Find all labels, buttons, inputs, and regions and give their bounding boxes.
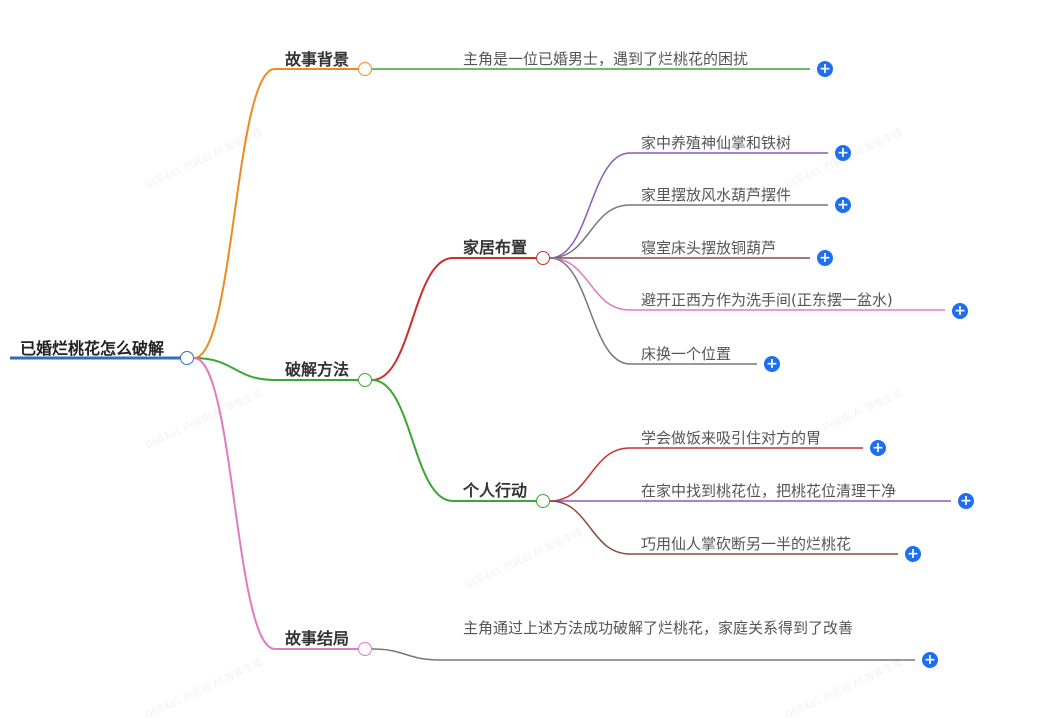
edge-methods-personal bbox=[371, 379, 454, 502]
edge-home-leaf-4 bbox=[549, 257, 631, 311]
collapse-circle-icon[interactable] bbox=[536, 494, 550, 508]
group-home-layout[interactable]: 家居布置 bbox=[463, 238, 528, 257]
edge-home-leaf-5 bbox=[549, 257, 631, 365]
edge-root-background bbox=[193, 68, 276, 359]
collapse-circle-icon[interactable] bbox=[358, 642, 372, 656]
plus-circle-icon[interactable]: + bbox=[764, 356, 780, 372]
leaf-personal-3[interactable]: 巧用仙人掌砍断另一半的烂桃花 bbox=[641, 535, 852, 553]
edge-root-ending bbox=[193, 357, 276, 650]
leaf-personal-1[interactable]: 学会做饭来吸引住对方的胃 bbox=[641, 429, 822, 447]
edge-ending-leaf bbox=[371, 648, 441, 661]
leaf-home-4[interactable]: 避开正西方作为洗手间(正东摆一盆水) bbox=[641, 291, 893, 309]
leaf-ending-1[interactable]: 主角通过上述方法成功破解了烂桃花，家庭关系得到了改善 bbox=[463, 619, 854, 637]
plus-circle-icon[interactable]: + bbox=[905, 546, 921, 562]
branch-solution-methods[interactable]: 破解方法 bbox=[285, 360, 350, 379]
plus-circle-icon[interactable]: + bbox=[835, 145, 851, 161]
group-personal-action[interactable]: 个人行动 bbox=[463, 481, 528, 500]
leaf-home-5[interactable]: 床换一个位置 bbox=[641, 345, 732, 363]
plus-circle-icon[interactable]: + bbox=[835, 197, 851, 213]
edge-personal-leaf-1 bbox=[549, 447, 631, 502]
root-collapse-icon[interactable] bbox=[180, 351, 194, 365]
branch-story-ending[interactable]: 故事结局 bbox=[285, 629, 350, 648]
leaf-home-1[interactable]: 家中养殖神仙掌和铁树 bbox=[641, 134, 792, 152]
plus-circle-icon[interactable]: + bbox=[958, 493, 974, 509]
plus-circle-icon[interactable]: + bbox=[952, 303, 968, 319]
leaf-home-3[interactable]: 寝室床头摆放铜葫芦 bbox=[641, 239, 777, 257]
collapse-circle-icon[interactable] bbox=[358, 373, 372, 387]
leaf-personal-2[interactable]: 在家中找到桃花位，把桃花位清理干净 bbox=[641, 482, 897, 500]
branch-story-background[interactable]: 故事背景 bbox=[285, 50, 350, 69]
edge-personal-leaf-3 bbox=[549, 500, 631, 555]
edge-methods-home bbox=[371, 257, 454, 381]
leaf-background-1[interactable]: 主角是一位已婚男士，遇到了烂桃花的困扰 bbox=[463, 50, 749, 68]
plus-circle-icon[interactable]: + bbox=[817, 250, 833, 266]
leaf-home-2[interactable]: 家里摆放风水葫芦摆件 bbox=[641, 186, 792, 204]
collapse-circle-icon[interactable] bbox=[536, 251, 550, 265]
edge-home-leaf-2 bbox=[549, 204, 631, 259]
plus-circle-icon[interactable]: + bbox=[870, 440, 886, 456]
plus-circle-icon[interactable]: + bbox=[817, 61, 833, 77]
edge-home-leaf-1 bbox=[549, 152, 631, 259]
plus-circle-icon[interactable]: + bbox=[922, 652, 938, 668]
root-node[interactable]: 已婚烂桃花怎么破解 bbox=[20, 339, 165, 358]
edge-root-methods bbox=[193, 357, 276, 381]
collapse-circle-icon[interactable] bbox=[358, 62, 372, 76]
